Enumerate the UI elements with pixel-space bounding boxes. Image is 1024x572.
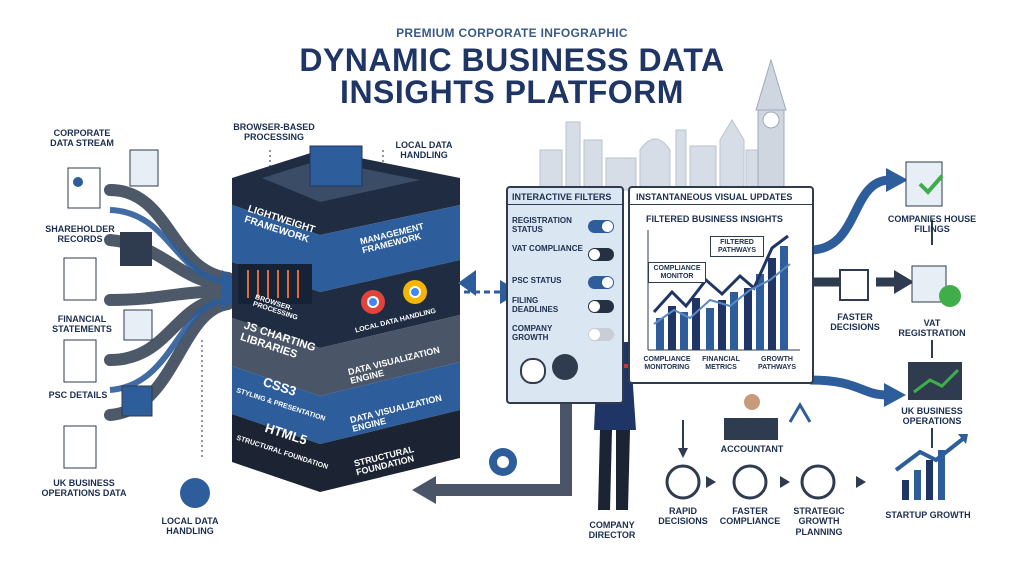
- filter-label: REGISTRATION STATUS: [512, 216, 572, 235]
- companies-house-label: COMPANIES HOUSE FILINGS: [887, 214, 977, 235]
- psc-label: PSC DETAILS: [48, 390, 108, 400]
- growth-toggle[interactable]: [588, 328, 614, 341]
- faster-compliance-label: FASTER COMPLIANCE: [719, 506, 781, 527]
- filing-toggle[interactable]: [588, 300, 614, 313]
- big-ben-tower: [755, 58, 787, 191]
- faster-decisions-label: FASTER DECISIONS: [830, 312, 880, 333]
- filter-dial-knob[interactable]: [520, 358, 546, 384]
- title-line-1: DYNAMIC BUSINESS DATA: [299, 42, 725, 78]
- filter-filing-deadlines[interactable]: FILING DEADLINES: [508, 296, 620, 322]
- psc-toggle[interactable]: [588, 276, 614, 289]
- compliance-callout: COMPLIANCE MONITOR: [648, 262, 706, 284]
- x-label-growth: GROWTH PATHWAYS: [758, 356, 796, 371]
- startup-growth-icon: [894, 434, 968, 500]
- x-label-compliance: COMPLIANCE MONITORING: [643, 356, 691, 371]
- leader-lines: [201, 150, 384, 460]
- uk-ops-data-label: UK BUSINESS OPERATIONS DATA: [41, 478, 127, 499]
- london-skyline: [539, 119, 761, 191]
- input-flow-bands-blue: [109, 207, 229, 393]
- x-label-financial: FINANCIAL METRICS: [702, 356, 740, 371]
- filter-company-growth[interactable]: COMPANY GROWTH: [508, 324, 620, 350]
- insights-mini-chart: [647, 230, 800, 351]
- filters-title: INTERACTIVE FILTERS: [512, 192, 612, 202]
- header-kicker: PREMIUM CORPORATE INFOGRAPHIC: [396, 26, 628, 40]
- filter-label: COMPANY GROWTH: [512, 324, 553, 343]
- interactive-filters-panel: INTERACTIVE FILTERS REGISTRATION STATUS …: [506, 186, 624, 404]
- pathways-callout: FILTERED PATHWAYS: [710, 236, 764, 258]
- filter-dial-knob-2[interactable]: [552, 354, 578, 380]
- shareholder-label: SHAREHOLDER RECORDS: [45, 224, 115, 245]
- title-line-2: INSIGHTS PLATFORM: [340, 74, 684, 110]
- filter-registration-status[interactable]: REGISTRATION STATUS: [508, 216, 620, 242]
- updates-title: INSTANTANEOUS VISUAL UPDATES: [636, 192, 793, 202]
- tech-stack: [232, 145, 460, 492]
- chart-title: FILTERED BUSINESS INSIGHTS: [646, 214, 783, 224]
- output-arrows: [809, 175, 891, 400]
- outcome-icons: [665, 464, 836, 500]
- uk-business-operations-label: UK BUSINESS OPERATIONS: [901, 406, 963, 427]
- financial-label: FINANCIAL STATEMENTS: [52, 314, 112, 335]
- filter-label: FILING DEADLINES: [512, 296, 559, 315]
- local-handling-label: LOCAL DATA HANDLING: [395, 140, 453, 161]
- director-label: COMPANY DIRECTOR: [588, 520, 636, 541]
- registration-toggle[interactable]: [588, 220, 614, 233]
- startup-growth-label: STARTUP GROWTH: [885, 510, 971, 520]
- input-documents: [63, 149, 159, 469]
- rapid-decisions-label: RAPID DECISIONS: [658, 506, 708, 527]
- visual-updates-panel: INSTANTANEOUS VISUAL UPDATES FILTERED BU…: [628, 186, 814, 384]
- vat-registration-label: VAT REGISTRATION: [898, 318, 966, 339]
- page-title: DYNAMIC BUSINESS DATA INSIGHTS PLATFORM: [0, 44, 1024, 108]
- filter-vat-compliance[interactable]: VAT COMPLIANCE: [508, 244, 620, 270]
- vat-toggle[interactable]: [588, 248, 614, 261]
- filter-label: PSC STATUS: [512, 276, 562, 285]
- accountant-label: ACCOUNTANT: [720, 444, 784, 454]
- local-handling-bottom-label: LOCAL DATA HANDLING: [161, 516, 219, 537]
- filter-psc-status[interactable]: PSC STATUS: [508, 272, 620, 298]
- return-loop-arrow: [432, 400, 572, 496]
- browser-processing-label: BROWSER-BASED PROCESSING: [233, 122, 315, 143]
- filter-label: VAT COMPLIANCE: [512, 244, 583, 253]
- corporate-stream-label: CORPORATE DATA STREAM: [50, 128, 114, 149]
- strategic-growth-label: STRATEGIC GROWTH PLANNING: [793, 506, 845, 537]
